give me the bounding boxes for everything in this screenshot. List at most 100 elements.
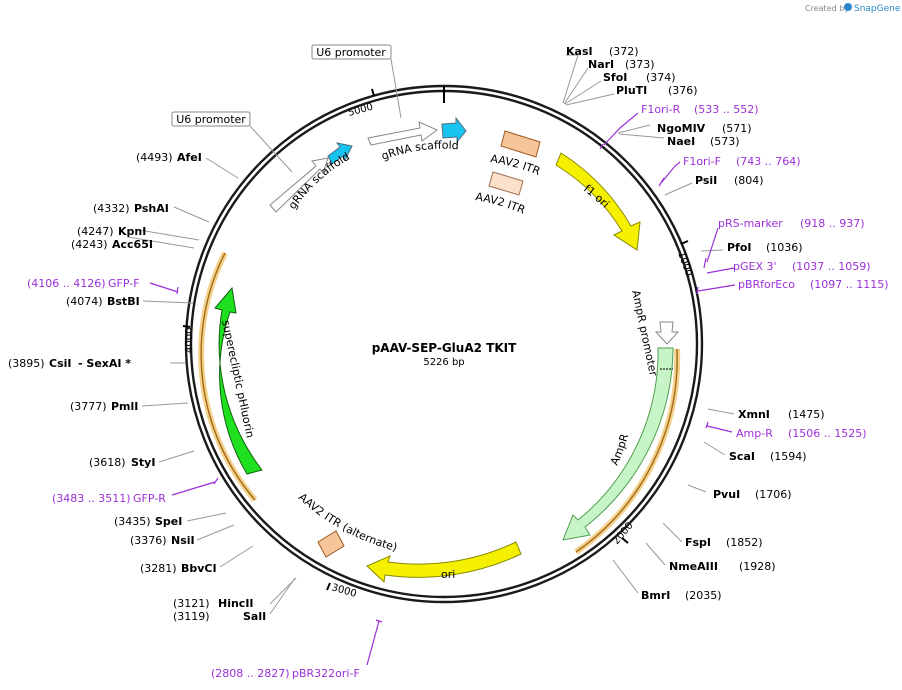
site-nsii[interactable]: NsiI [171, 534, 195, 547]
aav2-itr-alt-box[interactable] [317, 530, 345, 558]
u6-promoter-leader-1 [249, 125, 293, 173]
primer-gfp-r[interactable]: GFP-R [133, 492, 166, 505]
site-acc65i[interactable]: Acc65I [112, 238, 153, 251]
site-sfoi[interactable]: SfoI [603, 71, 627, 84]
site-bmri[interactable]: BmrI [641, 589, 670, 602]
primer-f1ori-r[interactable]: F1ori-R [641, 103, 681, 116]
svg-text:(4332): (4332) [93, 202, 130, 215]
svg-text:(4106 .. 4126): (4106 .. 4126) [27, 277, 106, 290]
svg-text:(3281): (3281) [140, 562, 177, 575]
u6-promoter-arrow-2[interactable] [367, 121, 438, 146]
svg-text:(1594): (1594) [770, 450, 807, 463]
aav2-itr-box-2[interactable] [488, 171, 524, 196]
svg-text:(3777): (3777) [70, 400, 107, 413]
site-bstbi[interactable]: BstBI [107, 295, 140, 308]
site-afei[interactable]: AfeI [177, 151, 202, 164]
tick-label-4000: 4000 [184, 328, 195, 353]
u6-promoter-label-box-2 [311, 44, 392, 60]
sep-arrow[interactable] [214, 286, 263, 475]
tick-label-2000: 2000 [611, 520, 636, 547]
primer-gfp-f[interactable]: GFP-F [108, 277, 140, 290]
svg-text:(3618): (3618) [89, 456, 126, 469]
site-csii[interactable]: CsiI [49, 357, 71, 370]
tick-label-1000: 1000 [675, 250, 694, 278]
primer-prs-marker[interactable]: pRS-marker [718, 217, 783, 230]
svg-text:(804): (804) [734, 174, 764, 187]
site-bbvci[interactable]: BbvCI [181, 562, 217, 575]
svg-text:(1037 .. 1059): (1037 .. 1059) [792, 260, 871, 273]
svg-text:(573): (573) [710, 135, 740, 148]
primer-pgex3[interactable]: pGEX 3' [733, 260, 777, 273]
svg-text:(1852): (1852) [726, 536, 763, 549]
u6-promoter-arrow-1[interactable] [269, 157, 329, 213]
svg-text:(3121): (3121) [173, 597, 210, 610]
svg-text:(1475): (1475) [788, 408, 825, 421]
u6-promoter-label-1: U6 promoter [176, 113, 246, 126]
primer-amp-r[interactable]: Amp-R [736, 427, 773, 440]
watermark-brand: SnapGene [854, 4, 901, 14]
svg-text:(571): (571) [722, 122, 752, 135]
tick-marks [182, 86, 689, 591]
svg-text:(4243): (4243) [71, 238, 108, 251]
site-sali[interactable]: SalI [243, 610, 266, 623]
svg-text:(2035): (2035) [685, 589, 722, 602]
site-nari[interactable]: NarI [588, 58, 614, 71]
site-pfoi[interactable]: PfoI [727, 241, 752, 254]
svg-text:(4074): (4074) [66, 295, 103, 308]
primer-f1ori-f[interactable]: F1ori-F [683, 155, 721, 168]
site-ngomiv[interactable]: NgoMIV [657, 122, 706, 135]
svg-text:(372): (372) [609, 45, 639, 58]
svg-text:(743 .. 764): (743 .. 764) [736, 155, 801, 168]
site-scai[interactable]: ScaI [729, 450, 755, 463]
grna-scaffold-arrow-1[interactable] [327, 142, 353, 165]
plasmid-name: pAAV-SEP-GluA2 TKIT [372, 341, 517, 355]
svg-text:(918 .. 937): (918 .. 937) [800, 217, 865, 230]
site-nmeaiii[interactable]: NmeAIII [669, 560, 718, 573]
svg-text:(376): (376) [668, 84, 698, 97]
svg-text:(3483 .. 3511): (3483 .. 3511) [52, 492, 131, 505]
ori-arrow[interactable] [366, 541, 522, 584]
primer-pbrforeco[interactable]: pBRforEco [738, 278, 795, 291]
svg-text:(3119): (3119) [173, 610, 210, 623]
site-hincii[interactable]: HincII [218, 597, 254, 610]
grna-scaffold-arrow-2[interactable] [441, 116, 467, 144]
svg-text:(1036): (1036) [766, 241, 803, 254]
snapgene-logo-icon [844, 3, 852, 11]
site-pluti[interactable]: PluTI [616, 84, 647, 97]
ampr-promoter-label: AmpR promoter [629, 289, 660, 378]
primer-labels: F1ori-R (533 .. 552) F1ori-F (743 .. 764… [27, 103, 889, 680]
site-kpni[interactable]: KpnI [118, 225, 146, 238]
site-kasi[interactable]: KasI [566, 45, 593, 58]
ampr-primer-bar [575, 348, 678, 553]
aav2-itr-alt-label: AAV2 ITR (alternate) [296, 491, 399, 555]
site-fspi[interactable]: FspI [685, 536, 711, 549]
u6-promoter-label-box-1 [171, 111, 251, 127]
svg-text:(4247): (4247) [77, 225, 114, 238]
f1-ori-arrow[interactable] [555, 152, 641, 251]
svg-text:(1706): (1706) [755, 488, 792, 501]
site-pvui[interactable]: PvuI [713, 488, 740, 501]
site-psii[interactable]: PsiI [695, 174, 717, 187]
svg-text:(1506 .. 1525): (1506 .. 1525) [788, 427, 867, 440]
svg-text:(3895): (3895) [8, 357, 45, 370]
site-pshai[interactable]: PshAI [134, 202, 169, 215]
ampr-arrow[interactable] [562, 347, 674, 541]
site-xmni[interactable]: XmnI [738, 408, 770, 421]
site-styi[interactable]: StyI [131, 456, 155, 469]
watermark-prefix: Created by [805, 4, 849, 13]
svg-text:(374): (374) [646, 71, 676, 84]
site-naei[interactable]: NaeI [667, 135, 695, 148]
u6-promoter-label-2: U6 promoter [316, 46, 386, 59]
primer-pbr322ori-f[interactable]: pBR322ori-F [292, 667, 360, 680]
sep-primer-bar [200, 252, 256, 501]
site-sexai[interactable]: - SexAI * [78, 357, 131, 370]
site-spei[interactable]: SpeI [155, 515, 182, 528]
site-pmli[interactable]: PmlI [111, 400, 138, 413]
aav2-itr-box-1[interactable] [500, 130, 541, 158]
svg-text:(4493): (4493) [136, 151, 173, 164]
ampr-promoter-arrow[interactable] [654, 321, 680, 345]
svg-text:(373): (373) [625, 58, 655, 71]
svg-text:(3435): (3435) [114, 515, 151, 528]
svg-text:(1097 .. 1115): (1097 .. 1115) [810, 278, 889, 291]
